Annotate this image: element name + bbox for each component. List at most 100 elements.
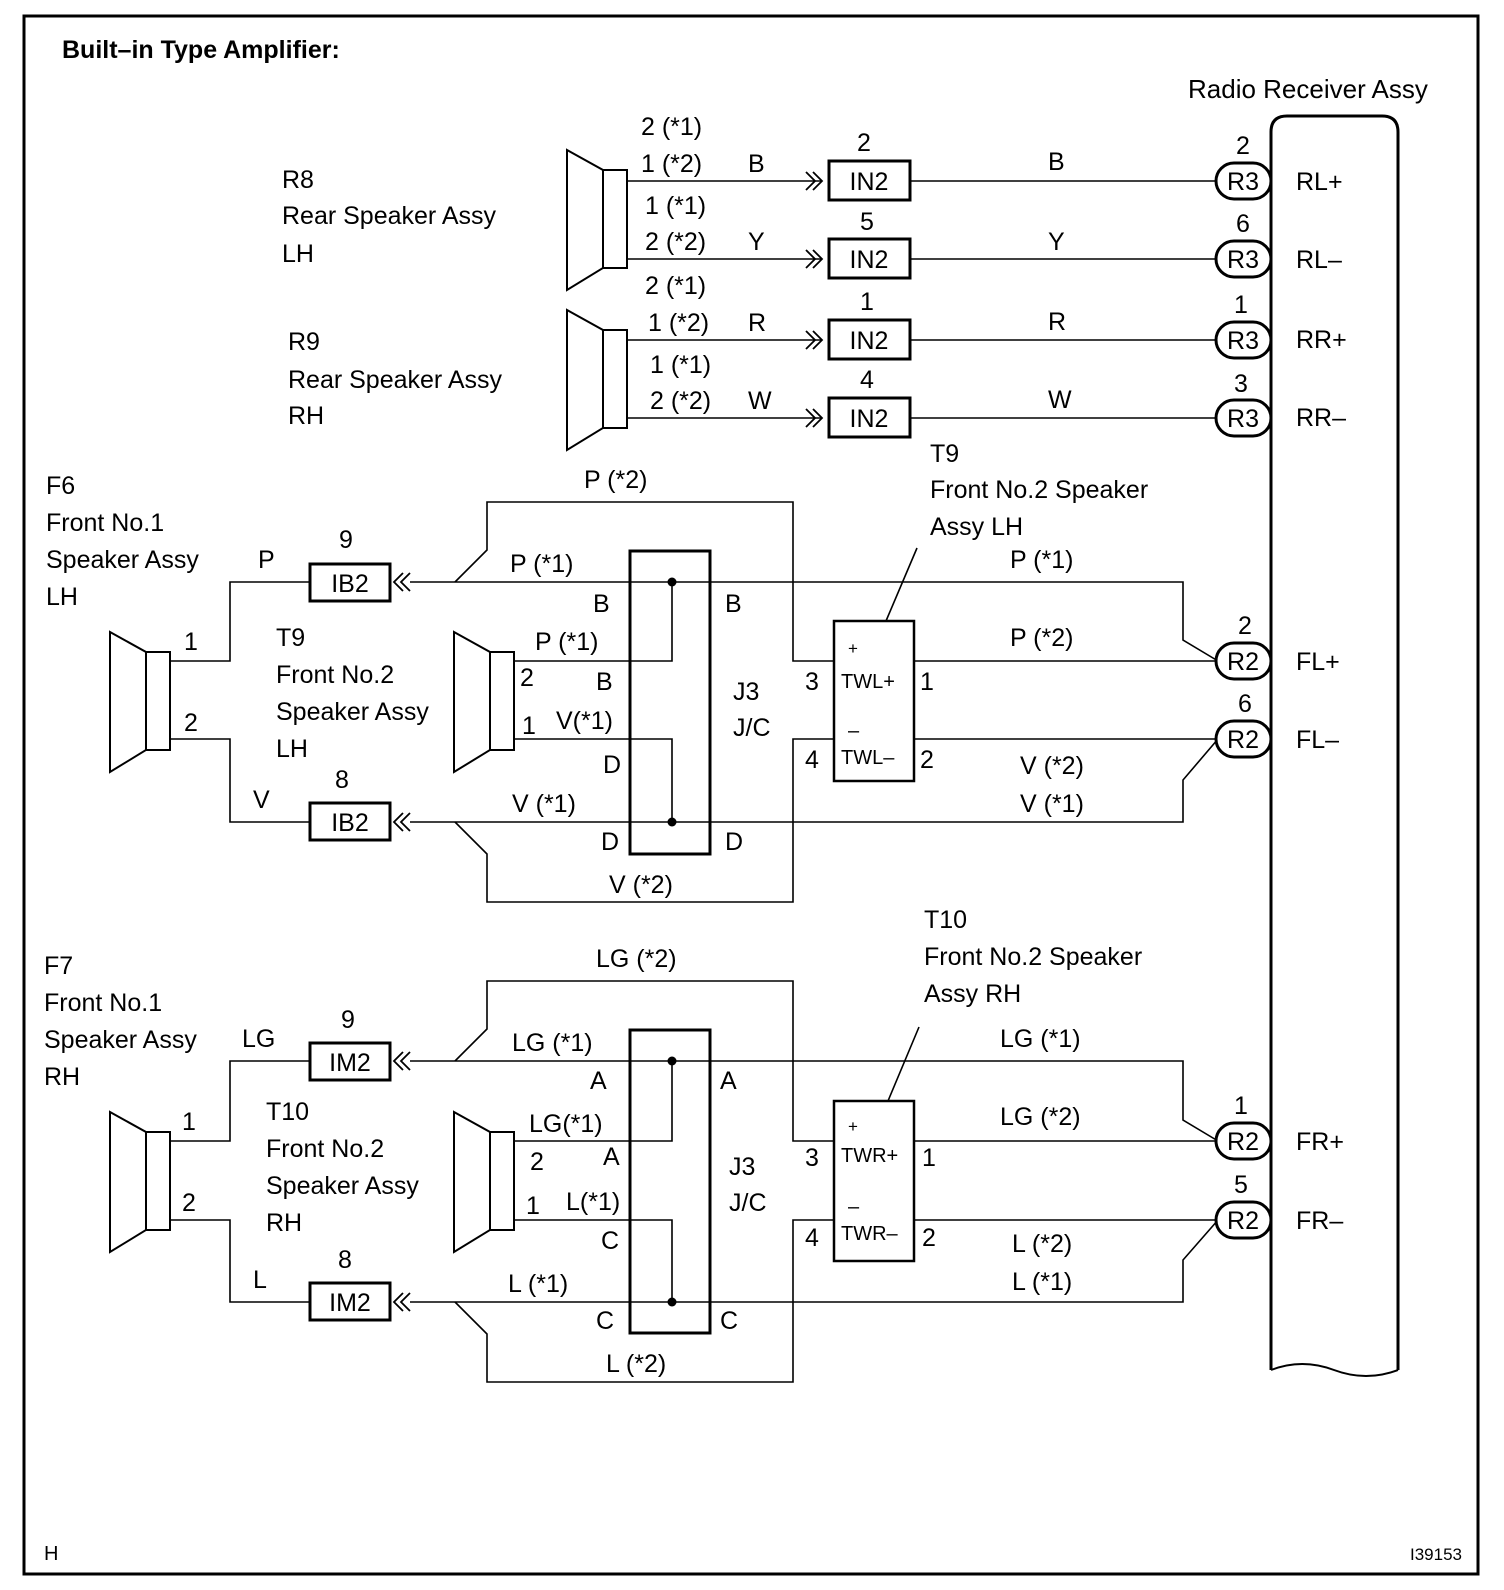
wire-color: LG (*1) [1000, 1025, 1081, 1053]
pin-number: 1 [1234, 291, 1248, 319]
twr-minus: TWR– [841, 1223, 899, 1245]
t10-side: RH [266, 1209, 302, 1237]
front-rh-section: F7 Front No.1 Speaker Assy RH 1 2 LG L I… [44, 906, 1344, 1383]
pin-number: 9 [341, 1006, 355, 1034]
jc-pin: A [720, 1067, 737, 1095]
wire-color: P (*1) [1010, 546, 1073, 574]
pin-number: 2 [1238, 612, 1252, 640]
terminal-fr-plus: FR+ [1296, 1128, 1344, 1156]
radio-receiver-assy: Radio Receiver Assy [1188, 74, 1428, 1377]
connector-r2: R2 [1227, 648, 1259, 676]
pin-label: 2 (*2) [650, 387, 711, 415]
pin-number: 2 [184, 709, 198, 737]
connector-r3: R3 [1227, 246, 1259, 274]
pin-number: 1 [920, 668, 934, 696]
t9-code: T9 [276, 624, 305, 652]
wire-color: L (*2) [606, 1350, 666, 1378]
pin-number: 1 [184, 628, 198, 656]
pin-number: 1 [1234, 1092, 1248, 1120]
r9-label: Rear Speaker Assy [288, 366, 502, 394]
f7-label-2: Speaker Assy [44, 1026, 197, 1054]
wire-color: V (*1) [512, 790, 576, 818]
jc-pin: B [593, 590, 610, 618]
pin-number: 2 [182, 1189, 196, 1217]
wire-color: R [1048, 308, 1066, 336]
wire-color: P (*2) [584, 466, 647, 494]
pin-label: 2 (*1) [641, 113, 702, 141]
wire-color: P (*2) [1010, 624, 1073, 652]
r8-label: Rear Speaker Assy [282, 202, 496, 230]
jc-pin: D [603, 751, 621, 779]
wire-color: L (*1) [1012, 1268, 1072, 1296]
wire-color: Y [748, 228, 765, 256]
f6-side: LH [46, 583, 78, 611]
jc-pin: D [725, 828, 743, 856]
pin-number: 3 [1234, 370, 1248, 398]
wire-color: L(*1) [566, 1188, 620, 1216]
t10-callout-label-1: Front No.2 Speaker [924, 943, 1142, 971]
rear-speaker-section: R8 Rear Speaker Assy LH R9 Rear Speaker … [282, 113, 1347, 452]
connector-im2: IM2 [329, 1049, 371, 1077]
connector-ib2: IB2 [331, 809, 369, 837]
jc-type: J/C [733, 714, 771, 742]
wire-color: P (*1) [535, 628, 598, 656]
wire-color: L (*2) [1012, 1230, 1072, 1258]
wire-color: LG (*1) [512, 1029, 593, 1057]
pin-number: 1 [182, 1108, 196, 1136]
r9-side: RH [288, 402, 324, 430]
speaker-icon [566, 308, 604, 452]
pin-number: 1 [922, 1144, 936, 1172]
pin-number: 2 [520, 664, 534, 692]
pin-label: 2 (*2) [645, 228, 706, 256]
connector-in2: IN2 [850, 246, 889, 274]
terminal-rr-plus: RR+ [1296, 326, 1347, 354]
jc-name: J3 [729, 1153, 755, 1181]
speaker-icon [109, 630, 147, 774]
footer-left-mark: H [44, 1543, 58, 1565]
figure-code: I39153 [1410, 1545, 1462, 1564]
t10-callout-label-2: Assy RH [924, 980, 1021, 1008]
pin-label: 2 (*1) [645, 272, 706, 300]
t9-label-1: Front No.2 [276, 661, 394, 689]
terminal-rl-minus: RL– [1296, 246, 1342, 274]
pin-label: 1 (*1) [645, 192, 706, 220]
pin-number: 2 [857, 129, 871, 157]
pin-number: 3 [805, 1144, 819, 1172]
jc-pin: C [601, 1227, 619, 1255]
twl-plus: TWL+ [841, 671, 895, 693]
jc-pin: D [601, 828, 619, 856]
jc-pin: C [720, 1307, 738, 1335]
f6-label-2: Speaker Assy [46, 546, 199, 574]
pin-number: 3 [805, 668, 819, 696]
front-lh-section: F6 Front No.1 Speaker Assy LH 1 2 P V IB… [46, 440, 1340, 903]
wire-color: LG(*1) [529, 1110, 603, 1138]
terminal-rl-plus: RL+ [1296, 168, 1343, 196]
pin-number: 2 [922, 1224, 936, 1252]
pin-number: 9 [339, 526, 353, 554]
speaker-icon [109, 1110, 147, 1254]
pin-label: 1 (*1) [650, 351, 711, 379]
r8-code: R8 [282, 166, 314, 194]
terminal-rr-minus: RR– [1296, 404, 1346, 432]
t9-callout-label-2: Assy LH [930, 513, 1023, 541]
connector-r2: R2 [1227, 1207, 1259, 1235]
pin-number: 6 [1236, 210, 1250, 238]
t10-code: T10 [266, 1098, 309, 1126]
connector-ib2: IB2 [331, 570, 369, 598]
tw-minus: – [848, 1196, 860, 1218]
connector-im2: IM2 [329, 1289, 371, 1317]
pin-number: 4 [805, 1224, 819, 1252]
t9-label-2: Speaker Assy [276, 698, 429, 726]
t9-side: LH [276, 735, 308, 763]
t10-callout-code: T10 [924, 906, 967, 934]
wire-color: P [258, 546, 275, 574]
tw-plus: + [848, 639, 858, 658]
wire-color: LG [242, 1025, 275, 1053]
pin-number: 1 [522, 712, 536, 740]
t9-callout-code: T9 [930, 440, 959, 468]
speaker-icon [453, 630, 491, 774]
wire-color: B [748, 150, 765, 178]
connector-r2: R2 [1227, 726, 1259, 754]
connector-r2: R2 [1227, 1128, 1259, 1156]
wire-color: W [1048, 386, 1072, 414]
